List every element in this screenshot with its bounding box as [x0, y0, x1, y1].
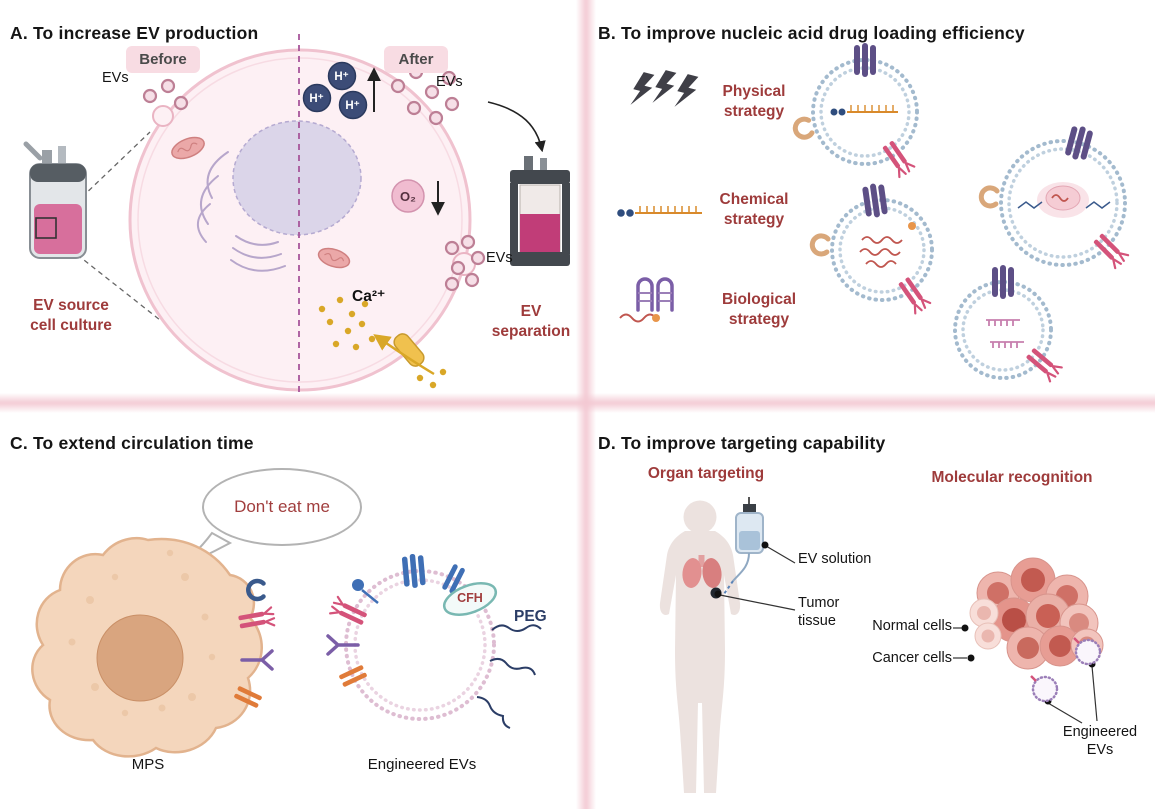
leader-lines — [719, 545, 1098, 724]
bioreactor-cell-culture — [23, 141, 87, 259]
nucleus — [232, 120, 362, 236]
evs-label-midright: EVs — [486, 250, 513, 266]
endoplasmic-reticulum — [197, 151, 286, 272]
pink-receptor — [882, 141, 916, 179]
dna-combs — [986, 319, 1024, 348]
channel-protein — [854, 43, 876, 77]
channel-protein — [1065, 126, 1093, 160]
panel-d-title: D. To improve targeting capability — [598, 432, 886, 453]
panel-c-title: C. To extend circulation time — [10, 432, 254, 453]
panel-c-art — [31, 531, 542, 758]
proton-ions — [302, 61, 368, 120]
cfh-protein — [442, 582, 498, 616]
pink-receptor — [238, 606, 276, 629]
calcium-label: Ca²⁺ — [352, 288, 386, 305]
biological-strategy-label: Biological strategy — [721, 291, 797, 329]
hairpin-rna-icon — [619, 277, 674, 323]
rna-strands — [859, 236, 903, 268]
h-plus-ion-label: H⁺ — [309, 92, 324, 105]
tumor-cell-cluster — [969, 557, 1104, 670]
vesicle-plasmid-loaded — [978, 126, 1130, 270]
tan-receptor — [792, 116, 815, 140]
panel-a-art — [23, 34, 570, 396]
tan-receptor — [809, 233, 831, 257]
chemical-strategy-label: Chemical strategy — [719, 191, 789, 229]
cfh-label: CFH — [457, 591, 483, 605]
panel-b-title: B. To improve nucleic acid drug loading … — [598, 22, 1025, 43]
panel-b-art — [617, 43, 1130, 383]
orange-receptor — [339, 665, 367, 687]
peg-label: PEG — [514, 608, 547, 625]
ev-particles — [142, 64, 486, 292]
pink-receptor — [1093, 233, 1130, 270]
peg-chains — [476, 624, 542, 729]
engineered-evs-label: Engineered EVs — [367, 756, 477, 773]
engineered-ev-small — [1030, 637, 1102, 703]
vesicle-oligo-loaded — [792, 43, 919, 179]
blue-channel-protein — [442, 564, 465, 594]
membrane-bud — [152, 105, 174, 127]
mps-cell — [31, 537, 276, 758]
after-tag: After — [384, 46, 448, 73]
channel-protein — [992, 265, 1014, 299]
pink-receptor — [898, 277, 932, 315]
human-body — [659, 500, 741, 793]
granules — [68, 549, 216, 717]
speech-text: Don't eat me — [234, 497, 330, 516]
cancer-cells-label: Cancer cells — [872, 650, 952, 666]
iv-bag — [723, 497, 764, 595]
lightning-icon — [630, 70, 699, 107]
physical-strategy-label: Physical strategy — [722, 83, 786, 121]
calcium-influx — [318, 296, 447, 389]
o2-ion-label: O₂ — [400, 188, 416, 204]
engineered-evs-pointer-label: Engineered EVs — [1062, 724, 1138, 759]
speech-bubble: Don't eat me — [202, 468, 362, 546]
organ-targeting-label: Organ targeting — [647, 465, 765, 482]
mitochondria — [171, 136, 351, 269]
molecular-recognition-label: Molecular recognition — [931, 469, 1093, 486]
vesicle-dna-loaded — [953, 265, 1063, 383]
collection-arrow — [487, 101, 546, 153]
evs-label-topright: EVs — [436, 74, 463, 90]
orange-receptor — [234, 686, 262, 708]
ev-source-label: EV source cell culture — [30, 297, 112, 335]
panel-a-title: A. To increase EV production — [10, 22, 259, 43]
purple-receptor — [240, 649, 274, 671]
blue-channel-protein — [401, 553, 426, 588]
normal-cells-label: Normal cells — [872, 618, 952, 634]
pink-receptor — [1026, 348, 1063, 383]
panel-divider-vertical — [576, 0, 596, 809]
before-tag: Before — [126, 46, 200, 73]
tan-receptor — [978, 185, 1000, 209]
h-plus-ion-label: H⁺ — [345, 99, 360, 112]
vesicle-rna-loaded — [809, 183, 934, 315]
channel-protein — [862, 183, 888, 218]
purple-receptor — [326, 634, 360, 656]
bioreactor-ev-separation — [510, 156, 570, 266]
oxygen-ion — [391, 179, 425, 213]
blue-ligand — [352, 579, 364, 591]
pink-receptor — [329, 595, 367, 625]
blue-receptor — [246, 578, 266, 602]
ev-separation-label: EV separation — [491, 303, 571, 341]
lungs — [682, 555, 722, 588]
ev-solution-label: EV solution — [798, 551, 872, 567]
evs-label-topleft: EVs — [102, 70, 129, 86]
h-plus-ion-label: H⁺ — [334, 70, 349, 83]
engineered-ev-large — [326, 553, 542, 729]
panel-d-art — [659, 497, 1104, 793]
tumor-tissue-label: Tumor tissue — [798, 595, 840, 630]
mps-label: MPS — [131, 756, 165, 773]
oligonucleotide-icon — [617, 206, 702, 217]
